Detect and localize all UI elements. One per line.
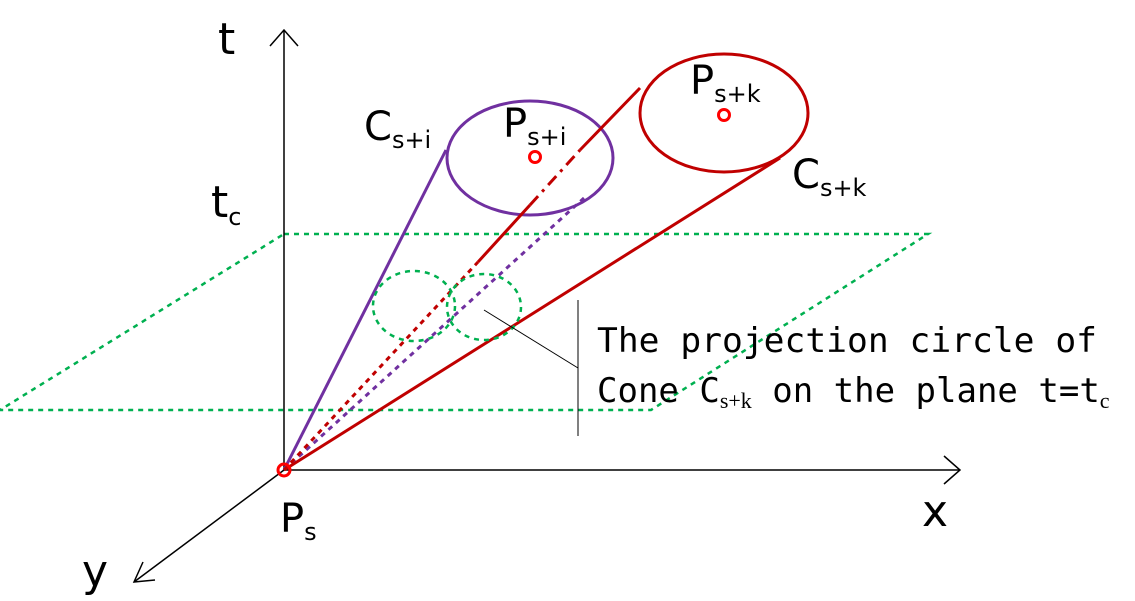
label-y: y <box>82 546 108 597</box>
label-csk: Cs+k <box>792 152 867 202</box>
annotation-line1: The projection circle of <box>597 321 1097 361</box>
projection-circle-csi <box>371 269 457 343</box>
annotation-line2: Cone Cs+k on the plane t=tc <box>597 371 1110 413</box>
cone-csi <box>282 99 615 472</box>
label-ps: Ps <box>280 496 317 546</box>
t-axis <box>269 28 299 470</box>
label-psi: Ps+i <box>503 101 566 151</box>
circle-csk <box>638 52 810 174</box>
projection-circle-csk <box>445 272 523 342</box>
cone-csk <box>282 52 810 472</box>
y-axis <box>132 469 285 583</box>
marker-ps <box>276 462 292 478</box>
label-csi: Cs+i <box>364 104 431 154</box>
marker-psk <box>717 108 731 122</box>
marker-psi <box>528 150 542 164</box>
label-x: x <box>922 486 948 537</box>
circle-csi <box>445 99 615 217</box>
label-t: t <box>218 14 235 65</box>
plane-tc <box>0 232 933 412</box>
label-psk: Ps+k <box>690 58 761 108</box>
label-tc: tc <box>211 177 241 231</box>
leader-line <box>483 309 579 369</box>
x-axis <box>284 455 962 485</box>
